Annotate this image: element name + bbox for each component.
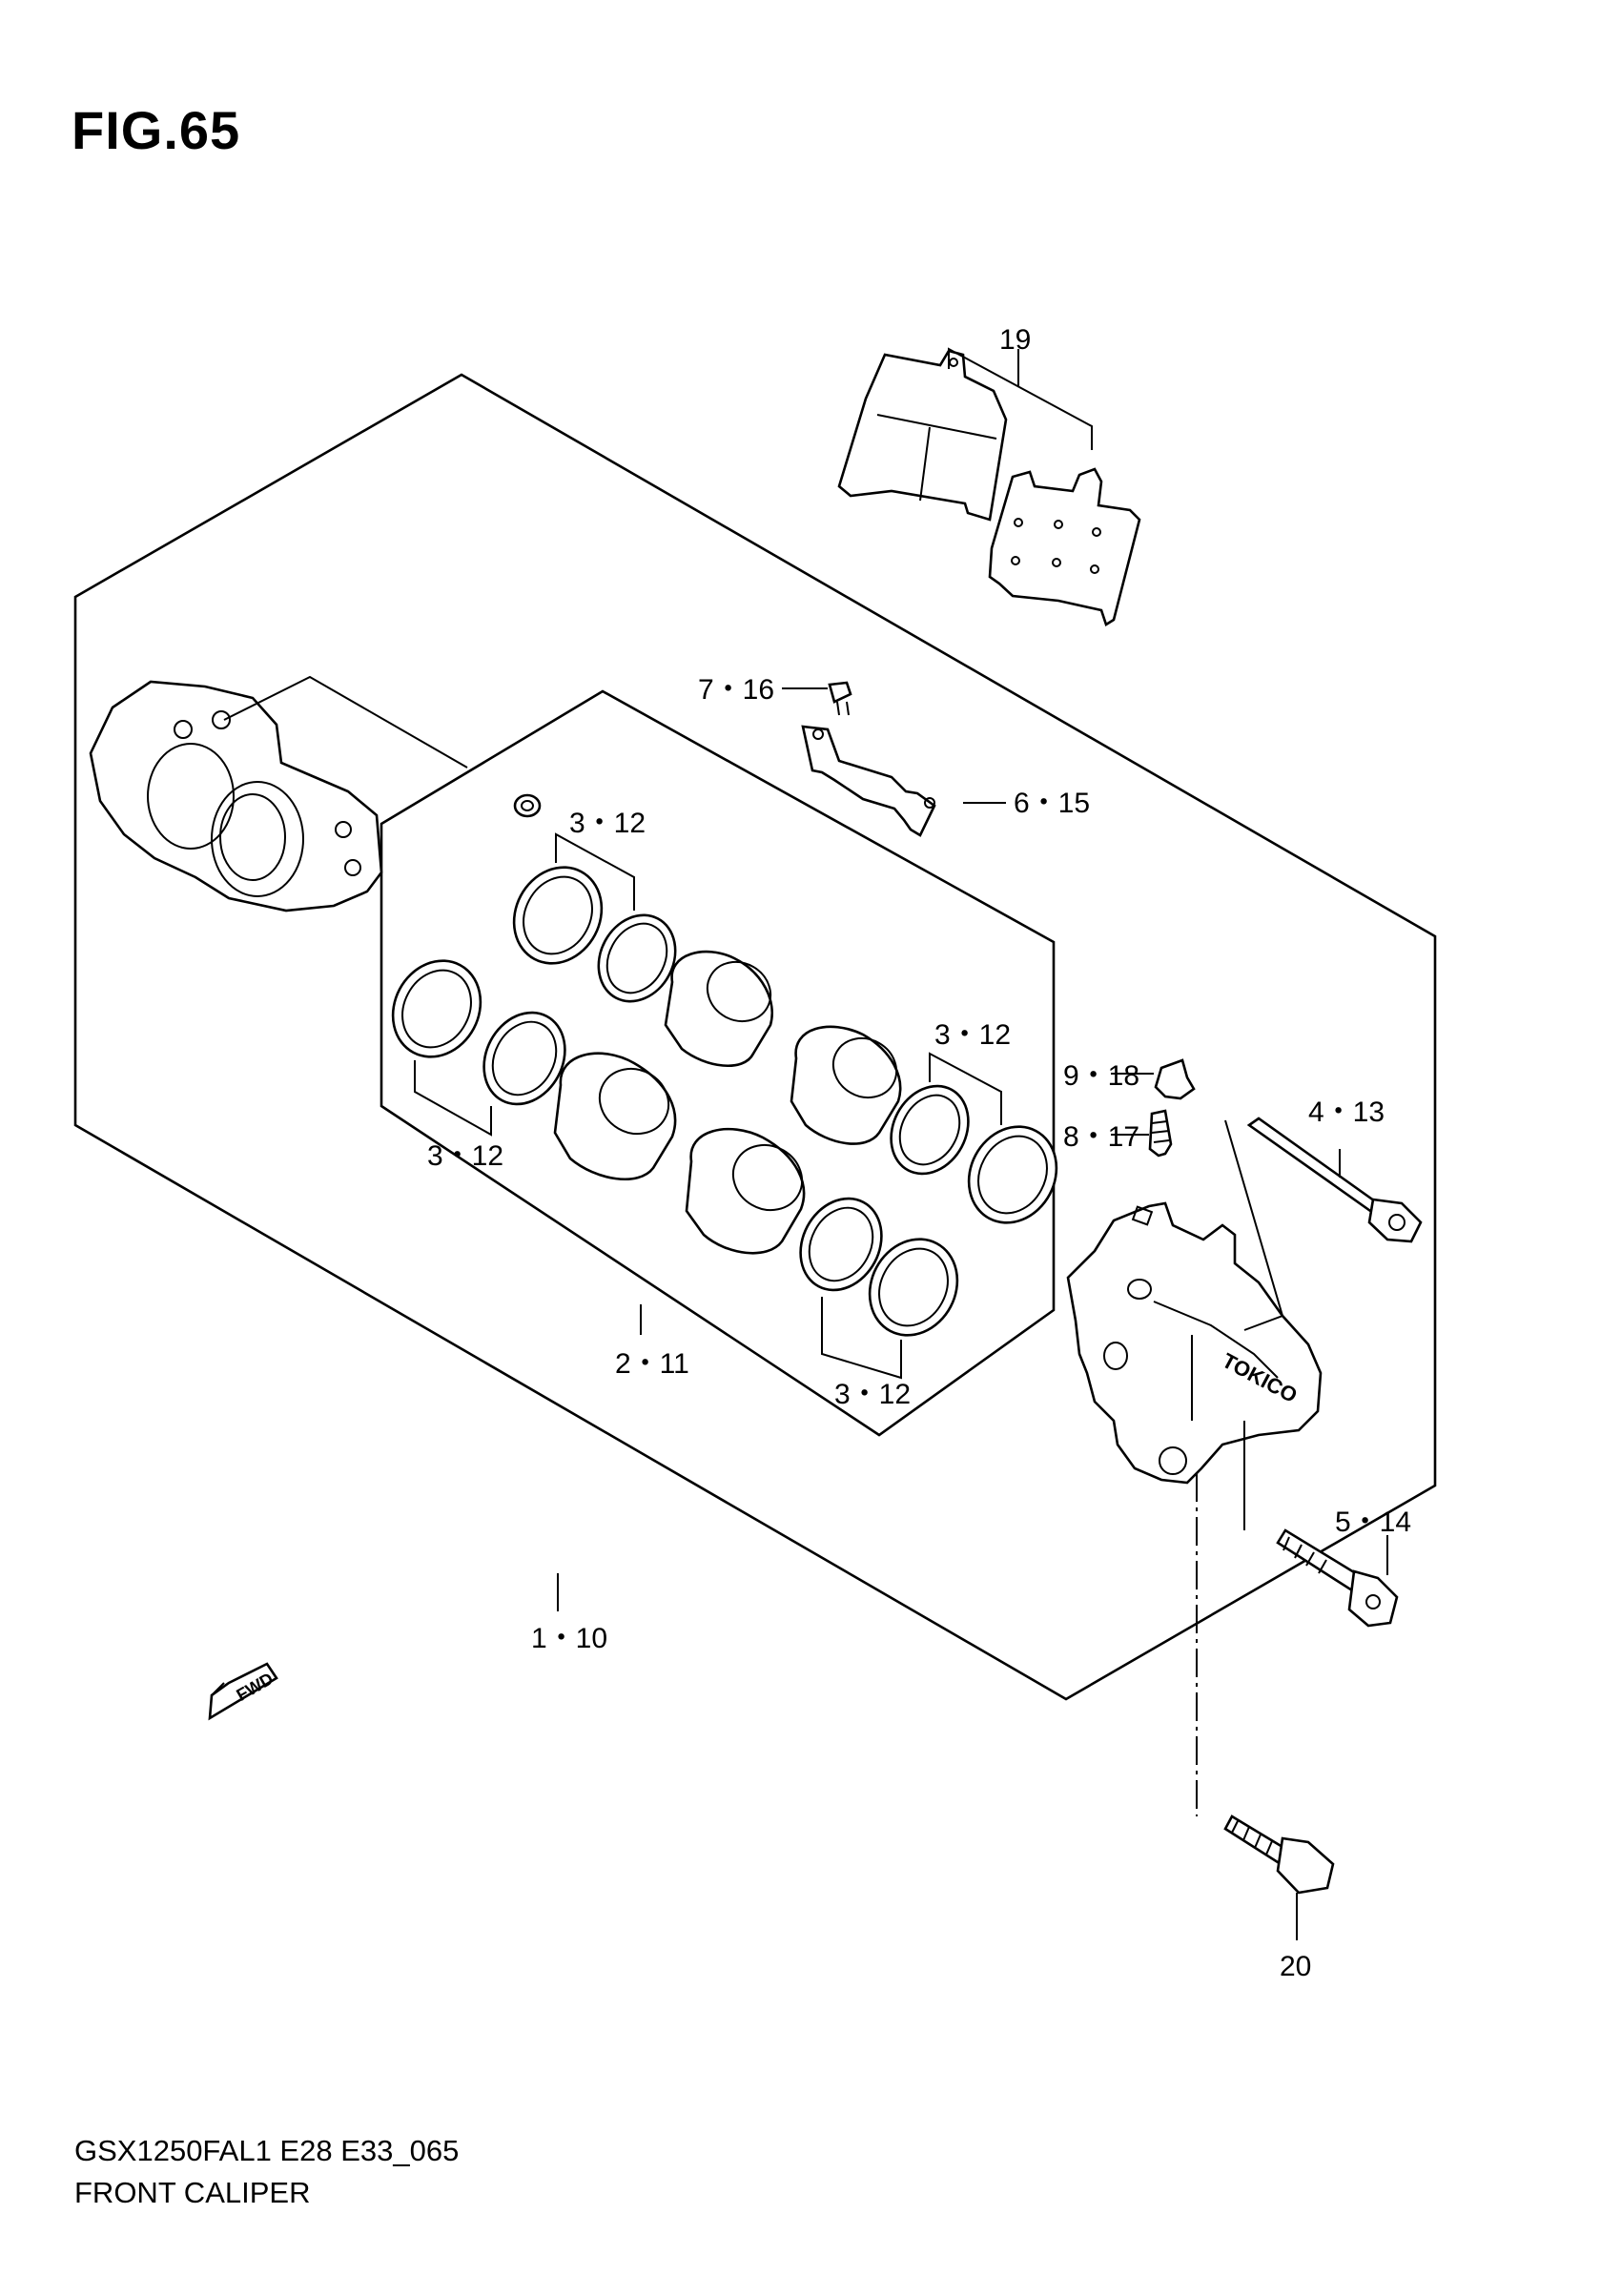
figure-caption: FRONT CALIPER (74, 2176, 311, 2209)
caliper-body-icon (89, 680, 383, 912)
callout-19: 19 (999, 324, 1031, 356)
piston-icon (553, 1052, 677, 1180)
bolt-icon (1246, 1117, 1423, 1243)
seal-ring-icon (890, 1084, 1058, 1224)
assembly-frame-inner (380, 689, 1056, 1437)
seal-ring-icon (391, 959, 566, 1106)
assembly-frame-outer (73, 373, 1437, 1701)
brake-pad-icon (988, 467, 1141, 626)
brake-pad-icon (837, 349, 1008, 522)
model-code: GSX1250FAL1 E28 E33_065 (74, 2134, 460, 2167)
callout-6-15: 6・15 (1014, 788, 1090, 819)
piston-icon (790, 1025, 902, 1145)
cap-icon (1154, 1058, 1196, 1100)
pad-spring-icon (801, 725, 936, 837)
caliper-body-icon: TOKICO (1066, 1201, 1323, 1485)
screw-icon (828, 681, 852, 716)
fwd-arrow-icon: FWD (208, 1662, 278, 1721)
figure-title: FIG.65 (72, 100, 241, 160)
bleeder-screw-icon (1148, 1109, 1173, 1158)
callout-3-12-bottom: 3・12 (834, 1379, 911, 1410)
seal-ring-icon (799, 1197, 959, 1337)
callout-4-13: 4・13 (1308, 1097, 1385, 1128)
callout-2-11: 2・11 (615, 1348, 689, 1380)
callout-7-16: 7・16 (698, 674, 774, 706)
callout-5-14: 5・14 (1335, 1507, 1411, 1538)
piston-icon (664, 950, 773, 1067)
callout-3-12-right: 3・12 (934, 1019, 1011, 1051)
callout-3-12-left: 3・12 (427, 1140, 503, 1172)
callout-1-10: 1・10 (531, 1623, 607, 1654)
seal-ring-icon (513, 793, 542, 818)
callout-8-17: 8・17 (1063, 1121, 1139, 1153)
callout-20: 20 (1280, 1951, 1311, 1982)
bolt-icon (1223, 1814, 1335, 1895)
leader-line-19 (948, 347, 1093, 450)
callout-3-12-top: 3・12 (569, 808, 646, 839)
callout-9-18: 9・18 (1063, 1060, 1139, 1092)
piston-icon (685, 1127, 806, 1255)
bolt-icon (1276, 1528, 1399, 1628)
seal-ring-icon (512, 866, 677, 1003)
